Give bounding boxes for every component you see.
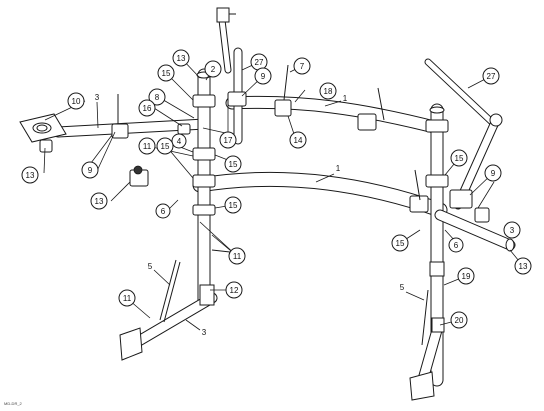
callout-6-left: 6: [155, 203, 171, 219]
callout-9-left: 9: [81, 161, 99, 179]
label-1-mid: 1: [336, 164, 341, 173]
svg-text:7: 7: [300, 62, 305, 71]
svg-text:17: 17: [224, 136, 233, 145]
svg-text:13: 13: [519, 262, 528, 271]
svg-text:2: 2: [211, 65, 216, 74]
callout-11-b: 11: [228, 247, 246, 265]
svg-text:15: 15: [455, 154, 464, 163]
callout-19: 19: [457, 267, 475, 285]
callout-16: 16: [138, 99, 156, 117]
callout-15-c: 15: [156, 137, 174, 155]
clamps: [39, 64, 490, 223]
svg-text:4: 4: [177, 137, 182, 146]
callout-4: 4: [171, 133, 187, 149]
svg-text:20: 20: [455, 316, 464, 325]
callout-18: 18: [319, 82, 337, 100]
svg-text:8: 8: [155, 93, 160, 102]
callout-27-mid: 27: [250, 53, 268, 71]
svg-text:27: 27: [255, 58, 264, 67]
label-5-left: 5: [148, 262, 153, 271]
callout-13-mid: 13: [90, 192, 108, 210]
mounting-plate: [19, 113, 67, 143]
callout-13-top: 13: [172, 49, 190, 67]
callout-13-left: 13: [21, 166, 39, 184]
svg-text:11: 11: [233, 252, 242, 261]
callout-15-a: 15: [157, 64, 175, 82]
callout-27-right: 27: [482, 67, 500, 85]
label-3-left: 3: [95, 93, 100, 102]
svg-text:9: 9: [261, 72, 266, 81]
svg-text:14: 14: [294, 136, 303, 145]
callout-8: 8: [148, 88, 166, 106]
callout-20: 20: [450, 311, 468, 329]
right-side-arm: [434, 209, 516, 252]
svg-text:15: 15: [396, 239, 405, 248]
callout-14: 14: [289, 131, 307, 149]
right-leg-assembly: [409, 261, 445, 401]
svg-text:12: 12: [230, 286, 239, 295]
svg-text:11: 11: [123, 294, 132, 303]
drawing-code: MD-DR_2: [4, 401, 23, 406]
svg-text:18: 18: [324, 87, 333, 96]
svg-text:13: 13: [177, 54, 186, 63]
callout-12: 12: [225, 281, 243, 299]
svg-text:27: 27: [487, 72, 496, 81]
callout-13-right: 13: [514, 257, 532, 275]
callout-11-a: 11: [138, 137, 156, 155]
svg-text:3: 3: [510, 226, 515, 235]
svg-text:6: 6: [454, 241, 459, 250]
svg-text:15: 15: [229, 160, 238, 169]
svg-text:15: 15: [161, 142, 170, 151]
svg-text:11: 11: [143, 142, 152, 151]
callout-2: 2: [204, 60, 222, 78]
callout-15-d: 15: [224, 155, 242, 173]
plain-labels: 3 1 1 5 3 5: [95, 93, 425, 337]
svg-text:9: 9: [88, 166, 93, 175]
callout-15-right: 15: [450, 149, 468, 167]
svg-text:15: 15: [229, 201, 238, 210]
svg-text:10: 10: [72, 97, 81, 106]
callout-17: 17: [219, 131, 237, 149]
callouts: 13 2 15 27 9 7 10 8: [21, 49, 532, 329]
label-3-bottom: 3: [202, 328, 207, 337]
svg-text:13: 13: [95, 197, 104, 206]
callout-15-e: 15: [224, 196, 242, 214]
callout-9-right: 9: [484, 164, 502, 182]
label-1-top: 1: [343, 94, 348, 103]
callout-10: 10: [67, 92, 85, 110]
left-upper-mast: [216, 7, 243, 145]
svg-text:6: 6: [161, 207, 166, 216]
callout-9-top: 9: [254, 67, 272, 85]
left-leg-assembly: [119, 249, 231, 361]
label-5-right: 5: [400, 283, 405, 292]
svg-text:15: 15: [162, 69, 171, 78]
callout-15-f: 15: [391, 234, 409, 252]
svg-text:19: 19: [462, 272, 471, 281]
callout-3-right: 3: [503, 221, 521, 239]
svg-text:13: 13: [26, 171, 35, 180]
svg-text:9: 9: [491, 169, 496, 178]
callout-7: 7: [293, 57, 311, 75]
svg-text:16: 16: [143, 104, 152, 113]
callout-6-right: 6: [448, 237, 464, 253]
callout-11-c: 11: [118, 289, 136, 307]
upper-curved-crossbar: [225, 95, 445, 135]
